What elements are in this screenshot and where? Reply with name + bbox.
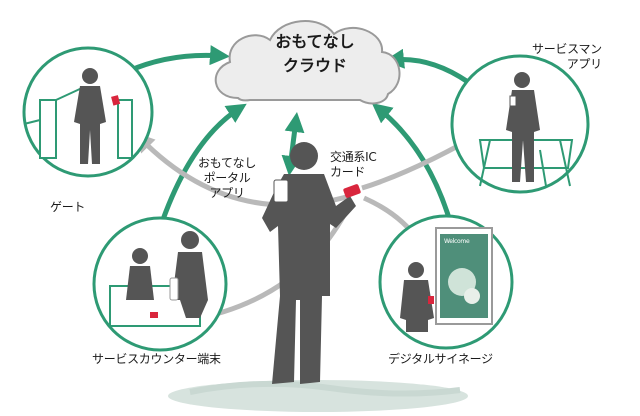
service-app-label-line2: アプリ: [566, 57, 602, 71]
signage-illustration: [400, 227, 493, 332]
smartphone-icon: [273, 179, 289, 203]
portal-app-label-line1: おもてなし: [198, 156, 257, 170]
cloud-label: おもてなし クラウド: [250, 30, 380, 78]
ground-shadow: [168, 380, 468, 412]
arrow-counter-to-cloud: [157, 103, 247, 229]
gate-label: ゲート: [50, 200, 86, 214]
signage-screen-text: Welcome: [444, 238, 470, 245]
service-app-label-line1: サービスマン: [532, 42, 602, 56]
node-counter: [92, 216, 228, 352]
arrow-serviceapp-to-cloud: [384, 48, 470, 85]
cloud-shape: [214, 20, 401, 105]
arrow-signage-to-cloud: [371, 102, 455, 229]
portal-app-label-line3: アプリ: [209, 186, 245, 200]
ground-shadow-strokes: [189, 380, 461, 397]
service-app-illustration: [478, 72, 574, 187]
ic-card-icon: [343, 184, 361, 198]
ic-card-label: 交通系IC カード: [330, 150, 377, 180]
ic-card-label-line1: 交通系IC: [330, 150, 377, 164]
signage-label: デジタルサイネージ: [388, 352, 493, 366]
cloud-label-line1: おもてなし: [275, 32, 355, 51]
central-person: [262, 142, 361, 384]
gate-illustration: [23, 68, 133, 164]
counter-illustration: [109, 231, 208, 327]
portal-app-label-line2: ポータル: [203, 171, 251, 185]
counter-label: サービスカウンター端末: [92, 352, 221, 366]
cloud-label-line2: クラウド: [282, 56, 347, 75]
service-app-label: サービスマン アプリ: [532, 42, 602, 72]
ic-card-label-line2: カード: [330, 165, 366, 179]
portal-app-label: おもてなし ポータル アプリ: [198, 156, 256, 201]
